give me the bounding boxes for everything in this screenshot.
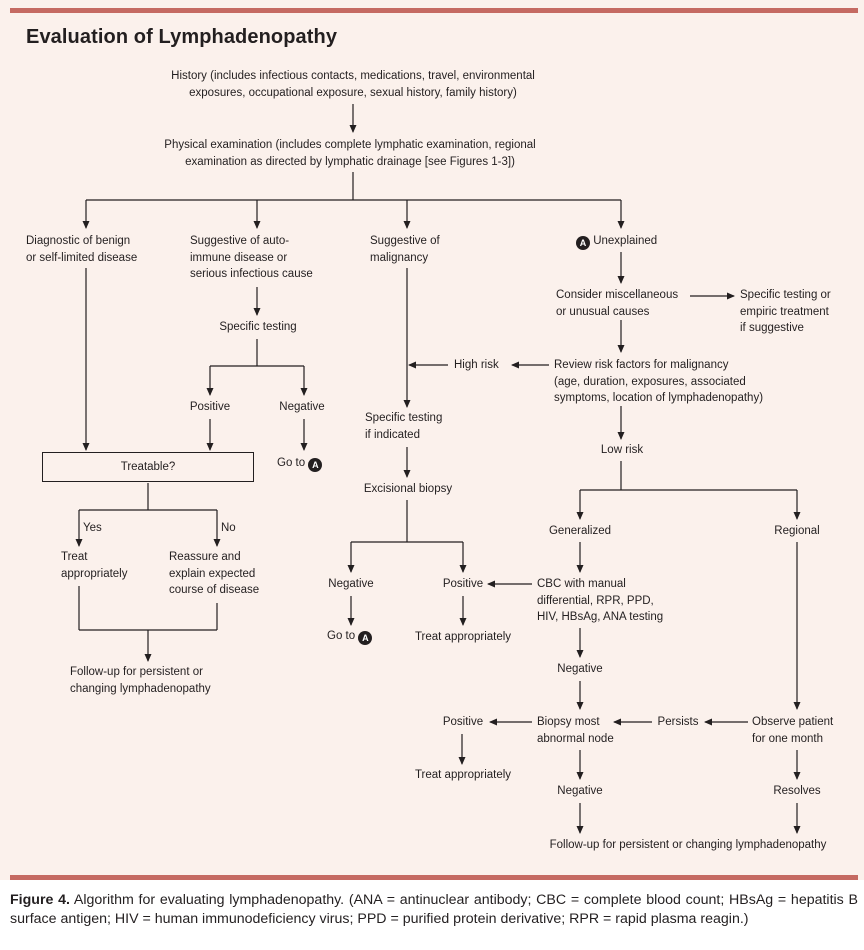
caption-label: Figure 4. [10, 892, 70, 908]
node-treat-appropriately: Treat appropriately [414, 631, 512, 643]
node-malignancy-line: Suggestive of [370, 235, 440, 247]
node-physical-exam: Physical examination (includes complete … [164, 137, 535, 170]
node-malignancy-line: malignancy [370, 251, 429, 264]
node-regional: Regional [774, 525, 820, 537]
goto-label: Go to [327, 630, 356, 642]
node-benign-line: Diagnostic of benign [26, 235, 131, 247]
node-yes: Yes [83, 522, 102, 534]
goto-label: Go to [277, 457, 306, 469]
badge-a-icon: A [576, 236, 590, 250]
figure-title: Evaluation of Lymphadenopathy [26, 26, 338, 48]
node-treatable-box: Treatable? [42, 452, 254, 482]
node-treat: Treat appropriately [61, 549, 127, 582]
node-review-risk: Review risk factors for malignancy (age,… [554, 357, 763, 407]
node-followup-left: Follow-up for persistent or changing lym… [70, 664, 211, 697]
node-reassure: Reassure and explain expected course of … [169, 549, 259, 599]
badge-a-icon: A [358, 631, 373, 645]
flowchart-connectors [75, 104, 801, 834]
node-cbc-testing: CBC with manual differential, RPR, PPD, … [537, 576, 663, 626]
node-physical-line: Physical examination (includes complete … [164, 139, 536, 151]
node-treat-appropriately: Treat appropriately [414, 769, 512, 781]
node-specific-if-indicated: Specific testing if indicated [365, 410, 442, 443]
node-biopsy-node: Biopsy most abnormal node [537, 714, 614, 747]
node-benign: Diagnostic of benign or self-limited dis… [26, 233, 137, 266]
node-followup-line: changing lymphadenopathy [70, 682, 211, 695]
node-low-risk: Low risk [600, 444, 644, 456]
node-cbc-line: CBC with manual [537, 578, 626, 590]
node-empiric-line: Specific testing or [740, 289, 831, 301]
node-physical-line: examination as directed by lymphatic dra… [185, 155, 515, 168]
node-persists: Persists [657, 716, 699, 728]
node-history-line: History (includes infectious contacts, m… [171, 70, 535, 82]
node-autoimmune-line: serious infectious cause [190, 268, 313, 280]
node-empiric-line: empiric treatment [740, 305, 829, 318]
node-unexplained: A Unexplained [576, 233, 657, 250]
node-history: History (includes infectious contacts, m… [171, 68, 535, 101]
node-malignancy: Suggestive of malignancy [370, 233, 440, 266]
node-biopsy-line: Biopsy most [537, 716, 600, 728]
node-specific-testing: Specific testing [219, 321, 297, 333]
top-accent-bar [10, 8, 858, 13]
node-specific-if-line: Specific testing [365, 412, 443, 424]
node-high-risk: High risk [454, 359, 499, 371]
node-autoimmune: Suggestive of auto- immune disease or se… [190, 233, 313, 283]
node-goto-a: Go to A [277, 455, 323, 472]
node-reassure-line: Reassure and [169, 551, 241, 563]
node-misc-line: Consider miscellaneous [556, 289, 679, 301]
node-review-line: Review risk factors for malignancy [554, 359, 729, 371]
badge-a-icon: A [308, 458, 323, 472]
node-generalized: Generalized [548, 525, 612, 537]
node-negative-biopsy: Negative [328, 578, 374, 590]
node-resolves: Resolves [773, 785, 821, 797]
node-review-line: (age, duration, exposures, associated [554, 375, 746, 388]
caption-text: Algorithm for evaluating lymphadenopathy… [10, 892, 858, 927]
node-unexplained-label: Unexplained [593, 235, 658, 247]
node-treat-line: appropriately [61, 567, 128, 580]
node-negative-cbc: Negative [557, 663, 603, 675]
node-empiric-line: if suggestive [740, 322, 804, 334]
node-biopsy-line: abnormal node [537, 732, 614, 745]
node-autoimmune-line: Suggestive of auto- [190, 235, 290, 247]
node-empiric: Specific testing or empiric treatment if… [740, 287, 831, 337]
node-positive-auto: Positive [189, 401, 231, 413]
node-specific-if-line: if indicated [365, 428, 420, 441]
node-cbc-line: differential, RPR, PPD, [537, 594, 654, 607]
node-treat-line: Treat [61, 551, 88, 563]
figure-caption: Figure 4. Algorithm for evaluating lymph… [10, 891, 858, 929]
node-positive-biopsy: Positive [442, 578, 484, 590]
node-no: No [221, 522, 236, 534]
node-observe-line: Observe patient [752, 716, 834, 728]
node-positive-final: Positive [442, 716, 484, 728]
node-negative-final: Negative [557, 785, 603, 797]
node-followup-bottom: Follow-up for persistent or changing lym… [549, 839, 827, 851]
node-reassure-line: explain expected [169, 567, 256, 580]
node-misc-causes: Consider miscellaneous or unusual causes [556, 287, 678, 320]
bottom-accent-bar [10, 875, 858, 880]
node-negative-auto: Negative [279, 401, 325, 413]
figure-panel: Evaluation of Lymphadenopathy [0, 0, 864, 880]
node-goto-a: Go to A [327, 628, 373, 645]
node-reassure-line: course of disease [169, 584, 260, 596]
node-cbc-line: HIV, HBsAg, ANA testing [537, 611, 664, 623]
node-followup-line: Follow-up for persistent or [70, 666, 203, 678]
node-misc-line: or unusual causes [556, 305, 650, 318]
node-autoimmune-line: immune disease or [190, 251, 288, 264]
node-benign-line: or self-limited disease [26, 251, 138, 264]
node-observe-line: for one month [752, 732, 823, 745]
node-history-line: exposures, occupational exposure, sexual… [189, 86, 517, 99]
node-review-line: symptoms, location of lymphadenopathy) [554, 392, 764, 404]
node-observe: Observe patient for one month [752, 714, 833, 747]
node-excisional-biopsy: Excisional biopsy [363, 483, 453, 495]
